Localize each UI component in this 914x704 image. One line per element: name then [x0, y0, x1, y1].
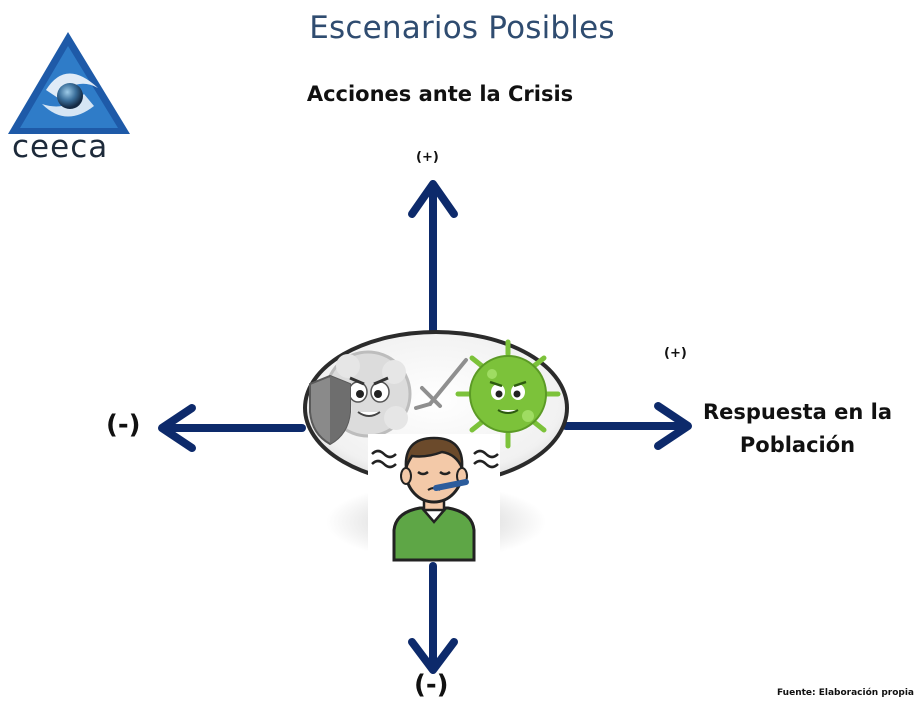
ceeca-logo	[8, 32, 130, 134]
right-positive-sign: (+)	[664, 346, 687, 361]
logo-text: ceeca	[12, 129, 109, 165]
shield-icon	[309, 374, 351, 446]
top-positive-sign: (+)	[416, 150, 439, 165]
center-illustration	[303, 330, 569, 562]
vertical-axis-label: Acciones ante la Crisis	[306, 82, 574, 106]
left-negative-sign: (-)	[106, 410, 141, 440]
source-note: Fuente: Elaboración propia	[776, 688, 914, 698]
page-title: Escenarios Posibles	[309, 10, 615, 46]
sword-icon	[414, 358, 468, 410]
sick-person-icon	[368, 434, 500, 562]
horizontal-axis-label: Respuesta en la Población	[690, 396, 905, 462]
virus-icon	[455, 339, 561, 449]
bottom-negative-sign: (-)	[414, 670, 449, 700]
horizontal-axis-label-line1: Respuesta en la	[702, 400, 893, 424]
horizontal-axis-label-line2: Población	[739, 433, 856, 457]
